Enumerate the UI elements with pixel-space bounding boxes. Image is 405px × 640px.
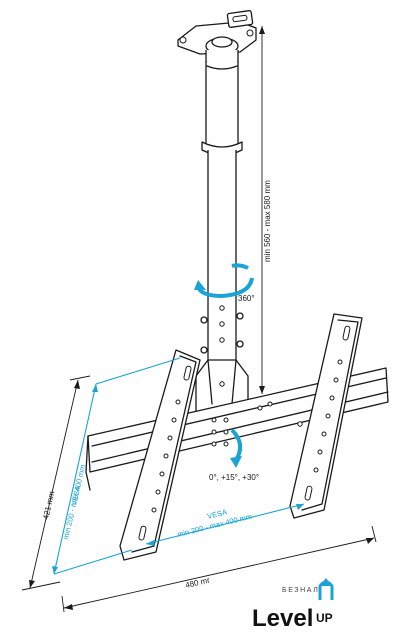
- brand-logo: БЕЗНАЛ Level UP: [252, 578, 334, 632]
- height-label: 421 mm: [41, 490, 56, 521]
- rotation-label: 360°: [238, 294, 255, 303]
- right-bracket-arm: [289, 313, 363, 519]
- up-arrow-icon: [318, 578, 334, 600]
- pole-length-dimension: [259, 26, 265, 394]
- left-bracket-arm: [119, 349, 201, 561]
- pole-lower: [200, 150, 244, 364]
- rotation-arrow-icon: [194, 263, 254, 299]
- pole-length-label: min 560 - max 580 mm: [263, 180, 272, 262]
- vesa-horizontal-dimension: [145, 503, 305, 546]
- logo-main-text: Level: [252, 605, 313, 632]
- height-dimension: [21, 375, 91, 591]
- vesa-vertical-label-line2: min 200 - max 400 mm: [61, 464, 87, 541]
- vesa-vertical-dimension: [52, 357, 181, 575]
- ceiling-plate: [177, 10, 257, 67]
- width-label: 480 mr: [184, 576, 211, 590]
- tilt-arrow-icon: [230, 428, 243, 468]
- vesa-vertical-label-line1: VESA: [69, 485, 82, 507]
- width-dimension: [61, 525, 377, 613]
- tilt-label: 0°, +15°, +30°: [209, 473, 259, 482]
- pole-upper: [205, 62, 239, 153]
- logo-small-text: БЕЗНАЛ: [282, 587, 319, 594]
- logo-up-text: UP: [316, 611, 333, 625]
